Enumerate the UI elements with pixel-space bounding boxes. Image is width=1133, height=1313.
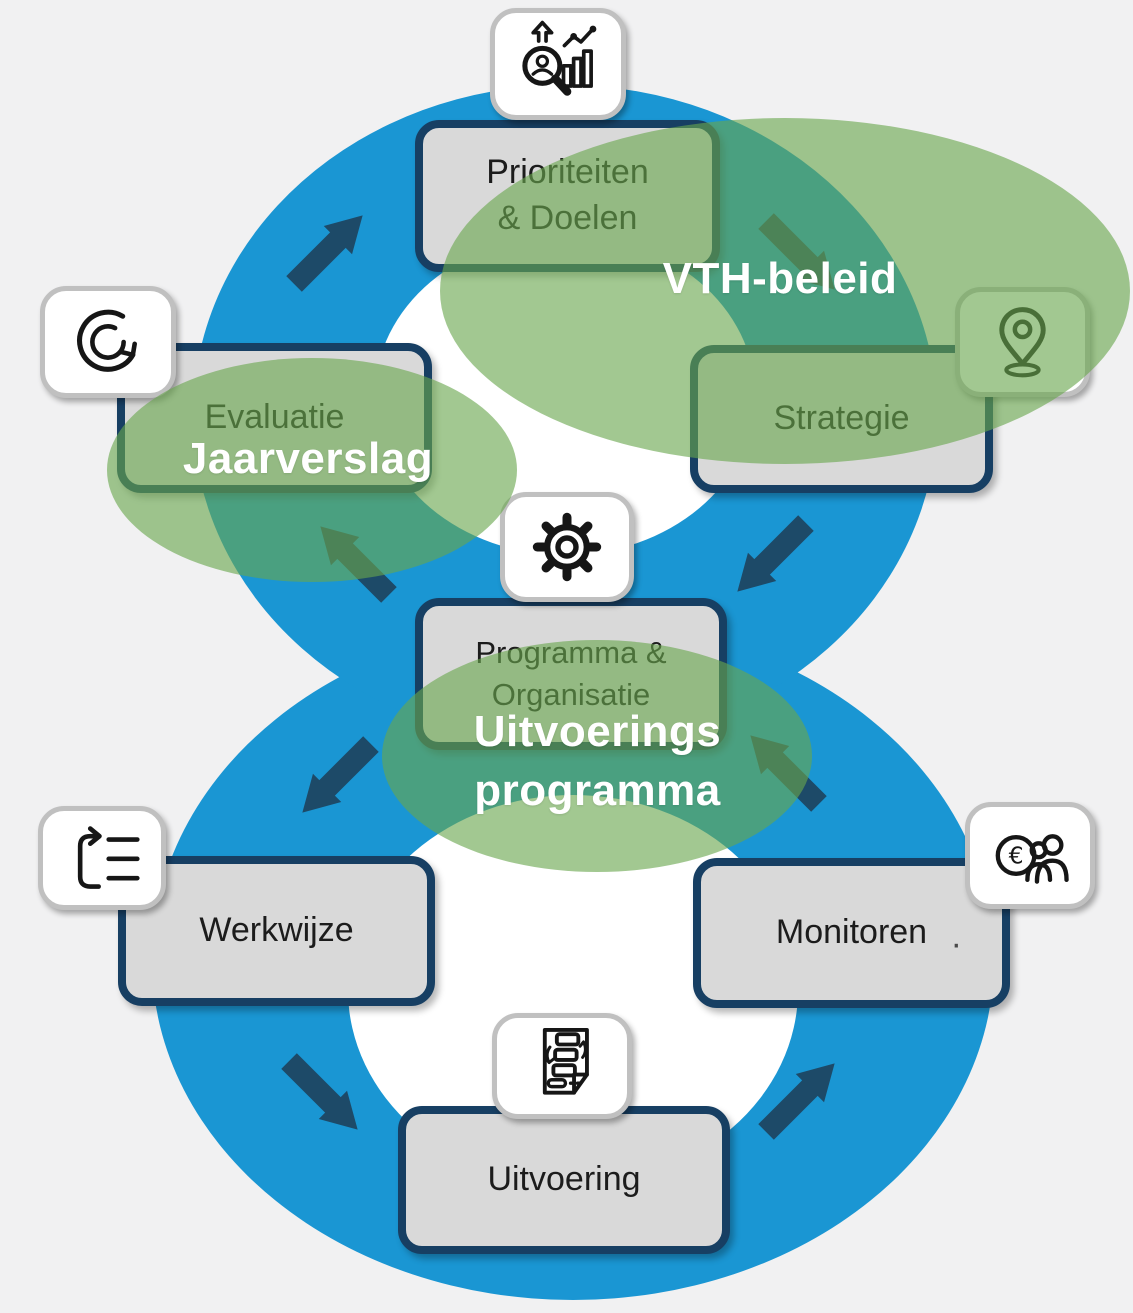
station-label: Monitoren — [775, 913, 928, 952]
station-uitvoering: Uitvoering — [398, 1106, 730, 1254]
analytics-magnifier-icon — [522, 20, 597, 96]
overlay-label-vth-beleid: VTH-beleid — [662, 254, 898, 303]
station-werkwijze: Werkwijze — [118, 856, 435, 1006]
overlay-ellipse-jaarverslag — [107, 358, 517, 582]
station-label: Werkwijze — [199, 911, 354, 950]
overlay-label-line: programma — [474, 766, 721, 815]
process-list-icon — [77, 826, 140, 889]
document-flow-icon-card — [492, 1013, 632, 1119]
refresh-icon-card — [40, 286, 176, 398]
process-list-icon-card — [38, 806, 166, 910]
document-flow-icon — [542, 1027, 589, 1095]
overlay-label-line: Uitvoerings — [473, 707, 722, 756]
flow-arrow-ne — [758, 1063, 835, 1140]
euro-people-icon: € — [995, 834, 1069, 884]
overlay-ellipse-uitvoeringsprogramma — [382, 640, 812, 872]
flow-arrow-se — [281, 1053, 358, 1130]
station-monitoren: Monitoren · — [693, 858, 1010, 1008]
bottom-ring-hole — [348, 795, 798, 1185]
refresh-cycle-icon — [77, 309, 137, 372]
overlay-label-jaarverslag: Jaarverslag — [182, 434, 434, 483]
flow-arrow-sw — [302, 736, 379, 813]
euro-people-icon-card: € — [965, 802, 1095, 909]
gear-icon-card — [500, 492, 634, 602]
euro-symbol: € — [1009, 841, 1024, 869]
station-label: Uitvoering — [487, 1160, 641, 1199]
overlay-ellipse-vth-beleid — [440, 118, 1130, 464]
stray-dot: · — [950, 925, 962, 964]
analytics-icon-card — [490, 8, 626, 120]
flow-arrow-sw — [737, 515, 814, 592]
overlay-label-uitvoeringsprogramma: Uitvoerings programma — [375, 702, 820, 820]
flow-arrow-ne — [286, 215, 363, 292]
gear-icon — [532, 512, 602, 582]
